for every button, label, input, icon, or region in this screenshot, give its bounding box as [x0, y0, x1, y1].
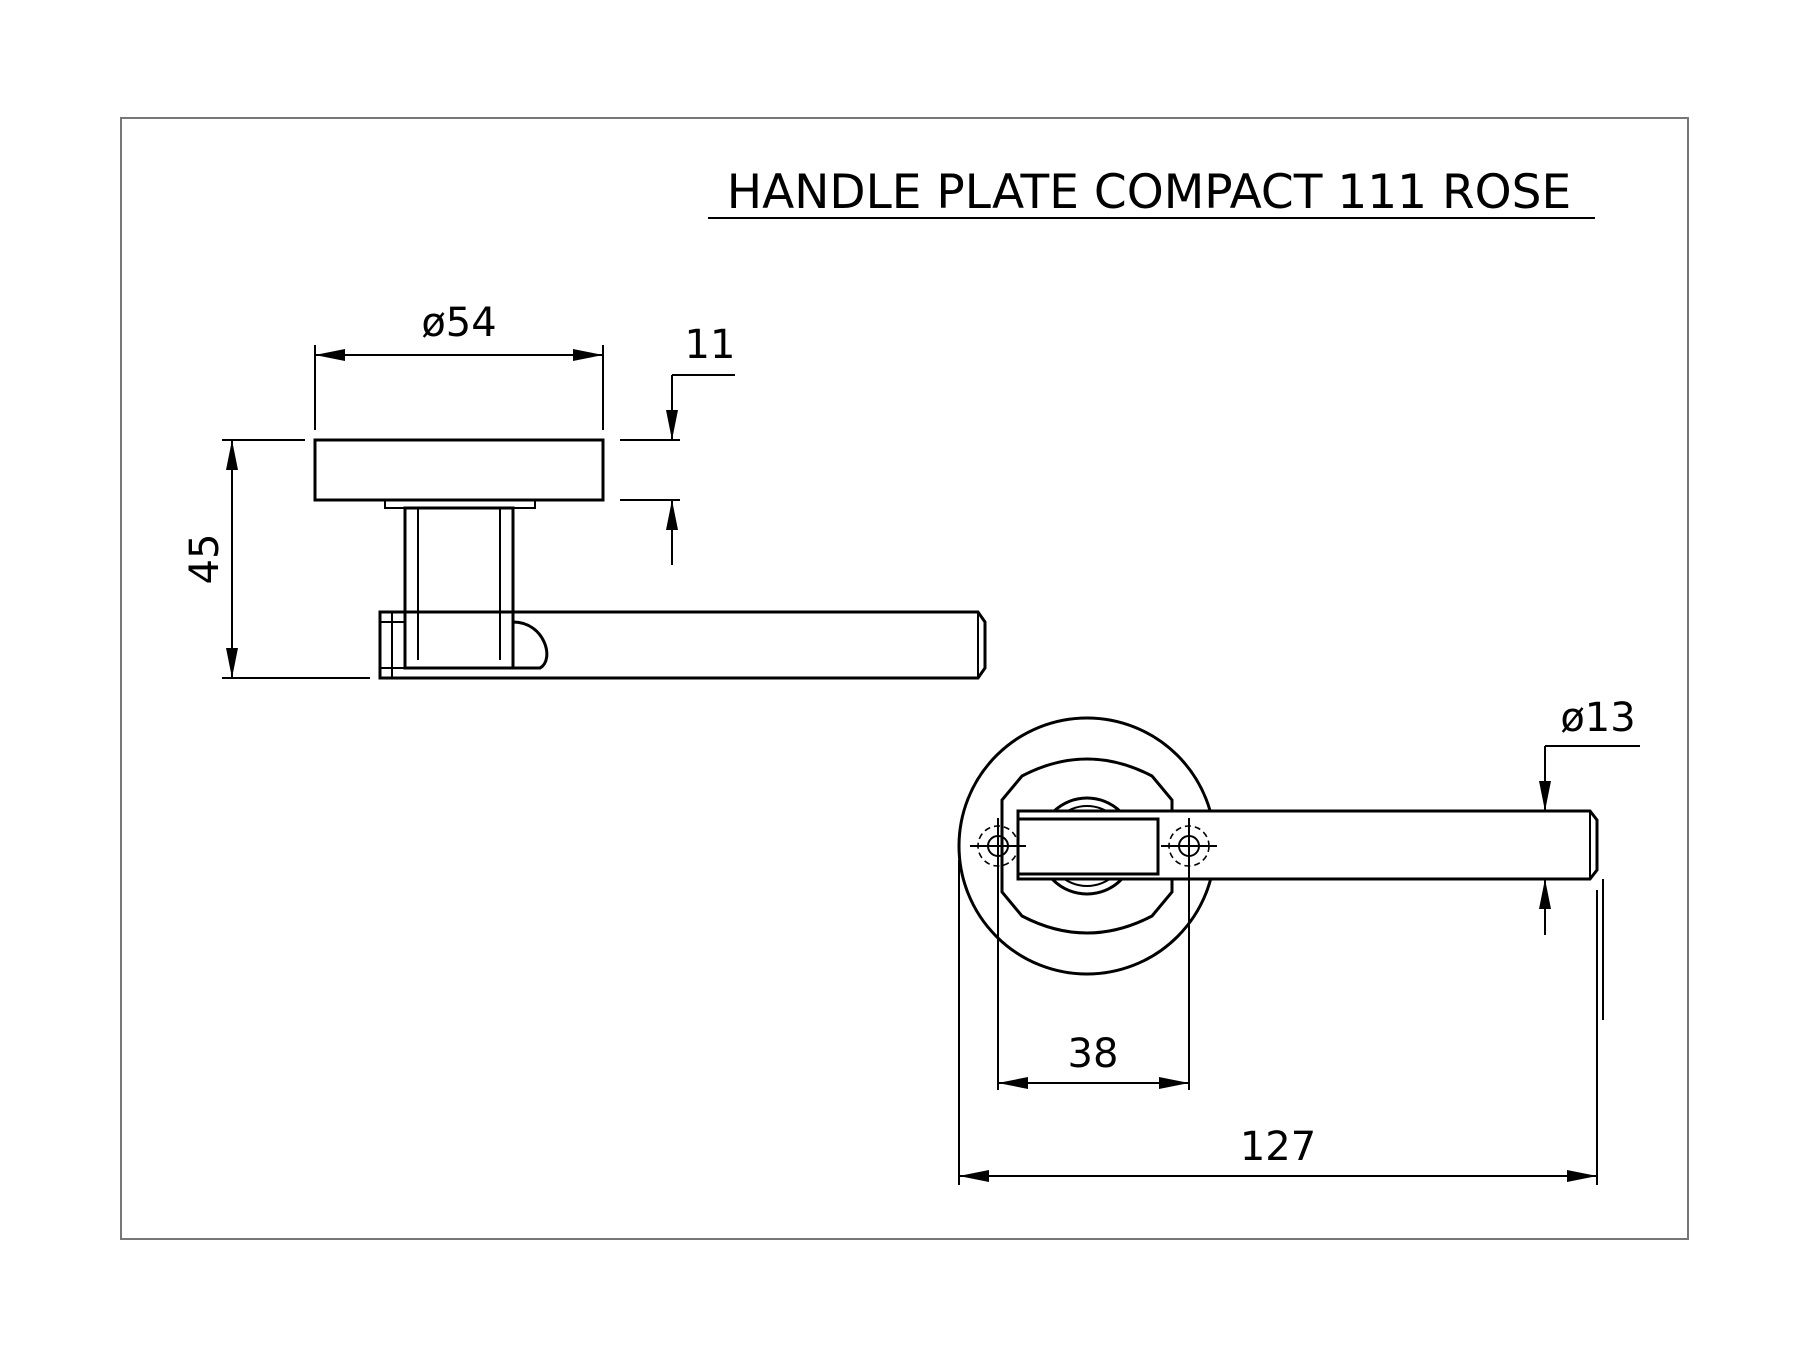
dimension-lever-diameter: ø13 [1539, 695, 1640, 1020]
dimension-rose-diameter: ø54 [314, 300, 604, 430]
handle-shank [403, 506, 515, 670]
screw-hole-left [970, 818, 1026, 874]
dimension-overall-length: 127 [958, 860, 1598, 1185]
title-block: HANDLE PLATE COMPACT 111 ROSE [708, 165, 1595, 220]
drawing-title: HANDLE PLATE COMPACT 111 ROSE [727, 165, 1571, 220]
front-view: ø13 38 127 [957, 695, 1640, 1185]
rose-diameter-label: ø54 [421, 300, 496, 346]
handle-hub [1016, 817, 1160, 876]
rose-plate [313, 438, 605, 502]
dimension-rose-thickness: 11 [620, 322, 735, 565]
overall-height-label: 45 [182, 534, 228, 585]
dimension-hole-spacing: 38 [997, 874, 1190, 1090]
hole-spacing-label: 38 [1068, 1031, 1119, 1077]
lever-knuckle [512, 620, 549, 670]
inner-plate-outline [1000, 757, 1174, 935]
dimension-overall-height: 45 [182, 439, 370, 679]
lever-cap-left [380, 621, 405, 669]
rose-thickness-label: 11 [685, 322, 736, 368]
side-view: ø54 11 45 [182, 300, 987, 680]
screw-hole-right [1161, 818, 1217, 874]
lever-diameter-label: ø13 [1560, 695, 1635, 741]
drawing-frame [120, 117, 1689, 1240]
overall-length-label: 127 [1240, 1124, 1316, 1170]
